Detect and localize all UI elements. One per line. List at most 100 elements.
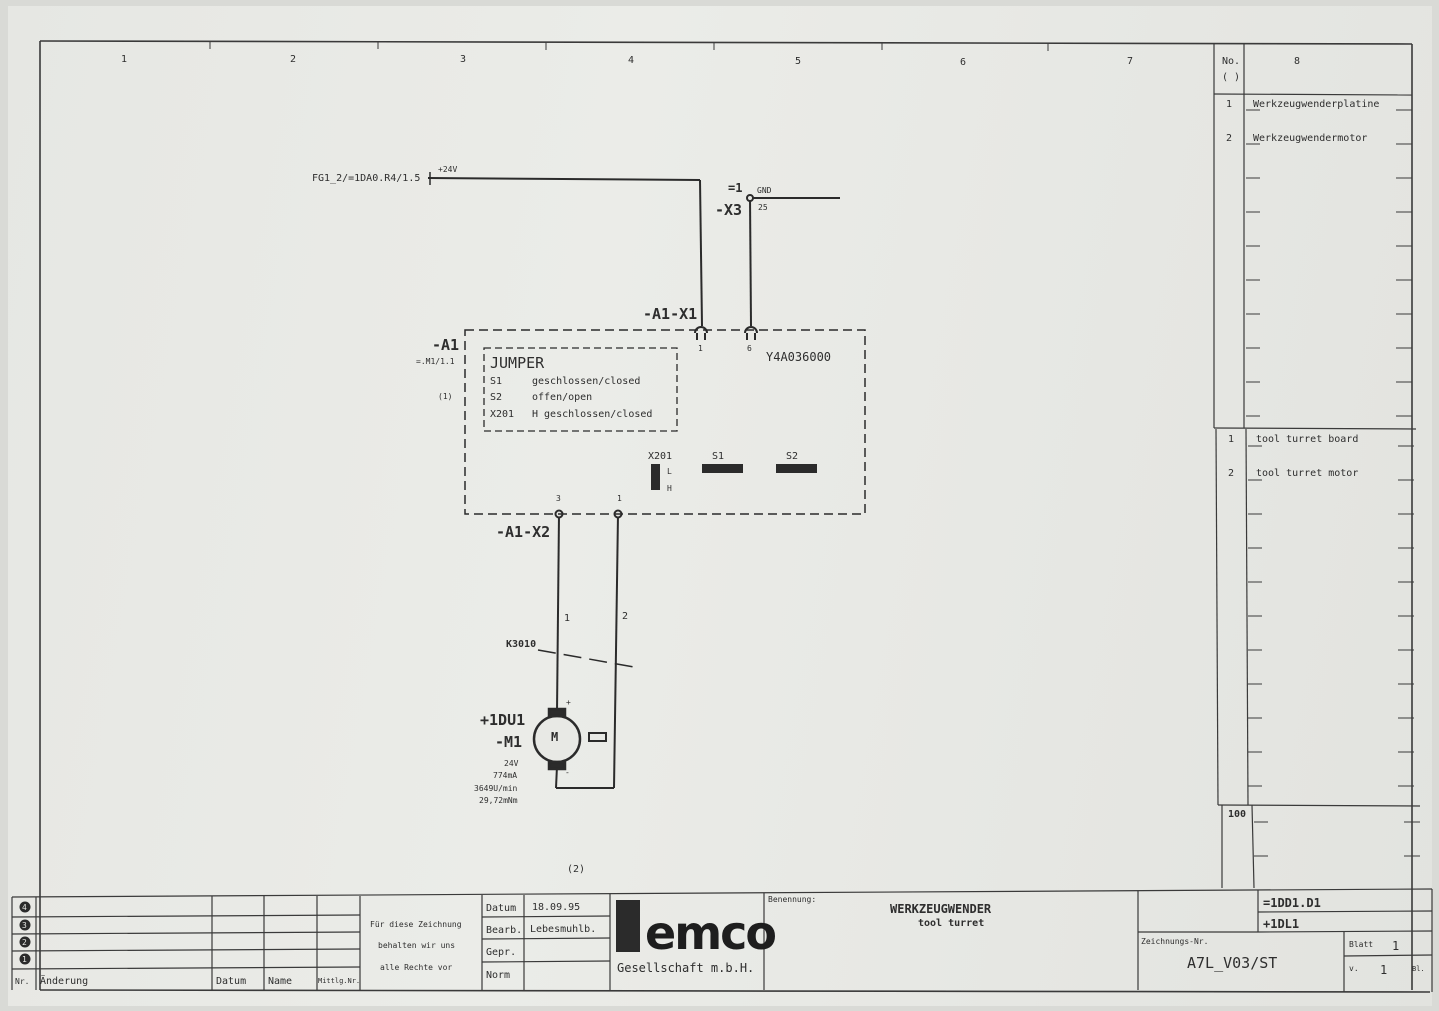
part-number: 1 — [1228, 434, 1234, 445]
revision-number: 1 — [22, 955, 27, 964]
benennung-label: Benennung: — [768, 895, 816, 904]
column-number: 3 — [460, 54, 466, 65]
bearb-label: Bearb. — [486, 925, 522, 936]
col-change: Änderung — [40, 974, 88, 987]
x1-pin: 6 — [747, 344, 752, 353]
s1-label: S1 — [712, 451, 724, 462]
x201-l: L — [667, 467, 672, 476]
x3-gnd: GND — [757, 186, 772, 195]
s1-pad — [702, 464, 743, 473]
motor-spec: 3649U/min — [474, 784, 518, 793]
drawing-number: A7L_V03/ST — [1187, 954, 1277, 972]
parts-list-de: 1 Werkzeugwenderplatine 2 Werkzeugwender… — [1226, 99, 1379, 144]
logo-text: emco — [645, 906, 775, 960]
column-number: 2 — [290, 54, 296, 65]
motor-letter: M — [551, 730, 558, 744]
x2-connector-name: -A1-X2 — [496, 523, 550, 541]
motor-symbol — [532, 707, 607, 771]
datum-label: Datum — [486, 903, 516, 914]
column-number: 5 — [795, 56, 801, 67]
bearb-value: Lebesmuhlb. — [530, 924, 596, 935]
rights-line: alle Rechte vor — [380, 963, 452, 972]
schematic-labels: FG1_2/=1DA0.R4/1.5 +24V =1 GND -X3 25 -A… — [312, 165, 831, 875]
approval-table: Datum 18.09.95 Bearb. Lebesmuhlb. Gepr. … — [486, 902, 596, 981]
title-en: tool turret — [918, 918, 984, 929]
jumper-box — [483, 347, 678, 432]
jumper-title: JUMPER — [490, 354, 545, 372]
gepr-label: Gepr. — [486, 947, 516, 958]
motor-plus: + — [566, 698, 571, 707]
jumper-state: geschlossen/closed — [532, 376, 640, 387]
part-number: 1 — [1226, 99, 1232, 110]
column-number: 1 — [121, 54, 127, 65]
x2-pin: 1 — [617, 494, 622, 503]
parts-list-en: 1 tool turret board 2 tool turret motor — [1228, 434, 1358, 479]
location-2: +1DL1 — [1263, 917, 1299, 931]
paper — [8, 6, 1432, 1006]
company-logo: emco Gesellschaft m.b.H. — [616, 900, 777, 975]
column-numbers: 1 2 3 4 5 6 7 — [121, 54, 1133, 68]
logo-emblem — [616, 900, 640, 952]
motor-location: +1DU1 — [480, 711, 525, 729]
part-name: tool turret board — [1256, 434, 1358, 445]
part-number: 2 — [1226, 133, 1232, 144]
no-header: No. — [1222, 56, 1240, 67]
part-number: 2 — [1228, 468, 1234, 479]
revision-number: 2 — [22, 938, 27, 947]
parts-list-header: No. ( ) 8 — [1222, 56, 1300, 83]
company-name: Gesellschaft m.b.H. — [617, 961, 754, 975]
revision-table: 4 3 2 1 Nr. Änderung Datum Name Mittlg.N… — [15, 901, 360, 987]
jumper-state: offen/open — [532, 392, 592, 403]
x1-pin: 1 — [698, 344, 703, 353]
wire-number: 2 — [622, 611, 628, 622]
ref-100: 100 — [1228, 809, 1246, 820]
x201-label: X201 — [648, 451, 672, 462]
motor-minus: - — [565, 768, 570, 777]
wire-number: 1 — [564, 613, 570, 624]
col-mitt: Mittlg.Nr. — [318, 977, 360, 985]
v-value: 1 — [1380, 963, 1387, 977]
relay-contact — [537, 649, 635, 668]
column-number: 4 — [628, 55, 634, 66]
col-nr: Nr. — [15, 977, 29, 986]
x3-pin-prefix: =1 — [728, 181, 742, 195]
supply-voltage: +24V — [438, 165, 457, 174]
datum-value: 18.09.95 — [532, 902, 580, 913]
x3-pin-number: 25 — [758, 203, 768, 212]
board-part-number: Y4A036000 — [766, 350, 831, 364]
col-name: Name — [268, 976, 292, 987]
blatt-label: Blatt — [1349, 940, 1373, 949]
rights-line: behalten wir uns — [378, 941, 455, 950]
zeichnung-label: Zeichnungs-Nr. — [1141, 937, 1208, 946]
jumper-state: H geschlossen/closed — [532, 409, 652, 420]
jumper-id: S1 — [490, 376, 502, 387]
board-reference: =.M1/1.1 — [416, 357, 455, 366]
motor-spec: 29,72mNm — [479, 796, 518, 805]
x3-connector-name: -X3 — [715, 201, 742, 219]
rights-note: Für diese Zeichnung behalten wir uns all… — [370, 920, 462, 972]
norm-label: Norm — [486, 970, 510, 981]
title-de: WERKZEUGWENDER — [890, 902, 992, 916]
blatt-value: 1 — [1392, 939, 1399, 953]
jumper-id: S2 — [490, 392, 502, 403]
x201-pad — [651, 464, 660, 490]
part-name: Werkzeugwenderplatine — [1253, 99, 1379, 110]
board-name: -A1 — [432, 336, 459, 354]
supply-reference: FG1_2/=1DA0.R4/1.5 — [312, 173, 420, 184]
motor-spec: 774mA — [493, 771, 517, 780]
wires — [427, 177, 840, 789]
x201-h: H — [667, 484, 672, 493]
parts-list-panel — [1213, 44, 1421, 889]
s2-pad — [776, 464, 817, 473]
rights-line: Für diese Zeichnung — [370, 920, 462, 929]
location-1: =1DD1.D1 — [1263, 896, 1321, 910]
x1-connector-name: -A1-X1 — [643, 305, 697, 323]
column-number: 6 — [960, 57, 966, 68]
col-date: Datum — [216, 976, 246, 987]
v-label: v. — [1349, 964, 1359, 973]
x2-pin: 3 — [556, 494, 561, 503]
no-subheader: ( ) — [1222, 72, 1240, 83]
part-name: Werkzeugwendermotor — [1253, 133, 1367, 144]
